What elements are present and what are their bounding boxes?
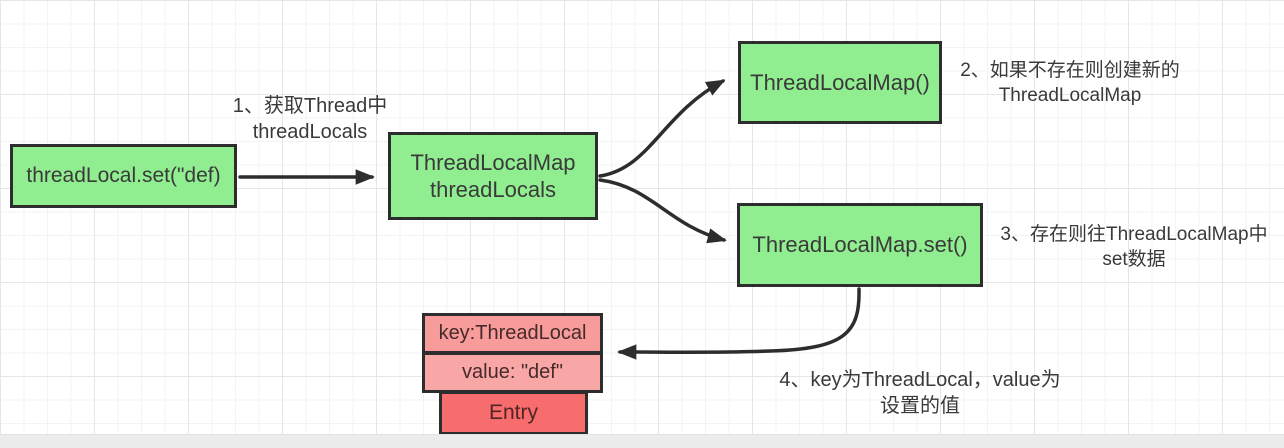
canvas-bottom-strip <box>0 434 1284 448</box>
node-threadlocals-map-line1: ThreadLocalMap <box>410 149 576 175</box>
annotation-step1-line1: 1、获取Thread中 <box>232 95 388 117</box>
entry-title-label: Entry <box>488 400 538 424</box>
node-threadlocal-set: threadLocal.set("def) <box>10 144 237 208</box>
entry-value-cell: value: "def" <box>422 352 603 393</box>
node-threadlocals-map-line2: threadLocals <box>430 177 556 202</box>
entry-key-cell: key:ThreadLocal <box>422 313 603 354</box>
annotation-step4-line1: 4、key为ThreadLocal，value为 <box>779 369 1061 391</box>
edge-map-to-create <box>598 79 726 178</box>
node-threadlocalmap-set-label: ThreadLocalMap.set() <box>752 232 968 258</box>
annotation-step4: 4、key为ThreadLocal，value为 设置的值 <box>770 367 1070 419</box>
node-threadlocalmap-constructor: ThreadLocalMap() <box>738 41 942 124</box>
node-threadlocalmap-set: ThreadLocalMap.set() <box>737 203 983 287</box>
entry-key-label: key:ThreadLocal <box>438 322 587 344</box>
node-threadlocal-set-label: threadLocal.set("def) <box>26 163 221 187</box>
entry-value-label: value: "def" <box>462 361 563 383</box>
annotation-step2: 2、如果不存在则创建新的 ThreadLocalMap <box>945 59 1195 108</box>
node-threadlocals-map: ThreadLocalMap threadLocals <box>388 132 598 220</box>
edge-set-to-entry <box>617 287 861 360</box>
edge-map-to-set <box>598 178 727 244</box>
annotation-step1: 1、获取Thread中 threadLocals <box>205 93 415 145</box>
annotation-step3: 3、存在则往ThreadLocalMap中 set数据 <box>988 223 1280 272</box>
entry-title-cell: Entry <box>439 391 588 435</box>
annotation-step2-line2: ThreadLocalMap <box>998 84 1142 106</box>
annotation-step3-line2: set数据 <box>1102 248 1166 270</box>
annotation-step2-line1: 2、如果不存在则创建新的 <box>960 60 1180 81</box>
annotation-step1-line2: threadLocals <box>252 121 368 143</box>
annotation-step4-line2: 设置的值 <box>880 395 960 417</box>
annotation-step3-line1: 3、存在则往ThreadLocalMap中 <box>1000 224 1268 245</box>
node-threadlocalmap-constructor-label: ThreadLocalMap() <box>750 69 930 95</box>
